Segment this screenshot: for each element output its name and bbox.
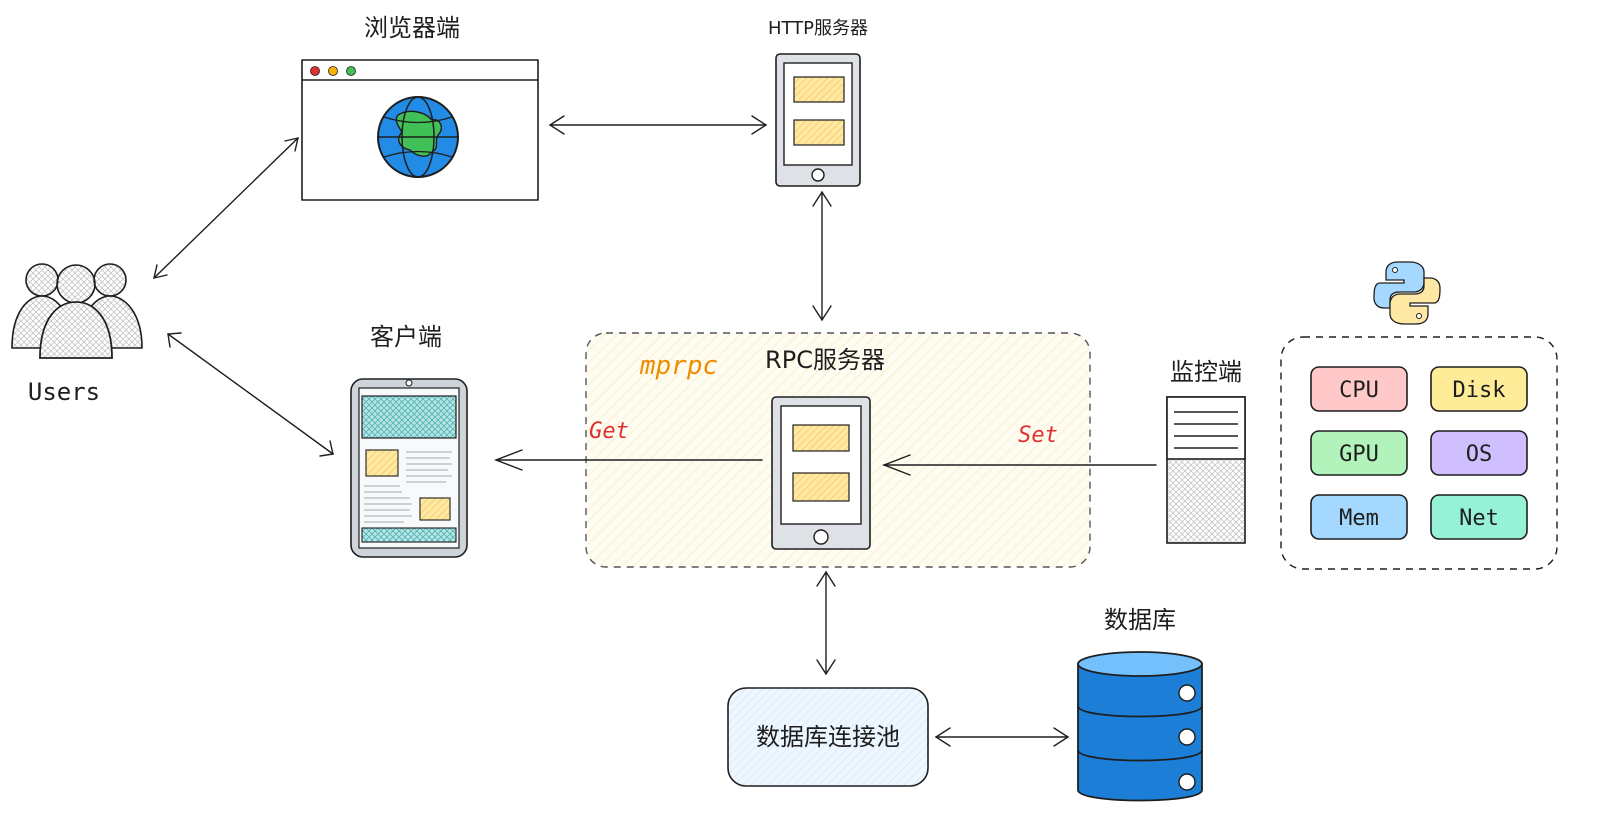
- arrow-monitor-rpc-set: [882, 454, 1157, 476]
- arrow-users-client: [167, 332, 334, 457]
- database-node: 数据库: [1077, 606, 1203, 802]
- rpc-server-group: mprpc RPC服务器 Get Set: [585, 332, 1091, 568]
- arrow-pool-db: [934, 727, 1070, 747]
- metric-os: OS: [1430, 430, 1528, 476]
- get-label: Get: [589, 419, 629, 444]
- db-pool-node: 数据库连接池: [727, 687, 929, 787]
- users-group-icon: [11, 263, 143, 359]
- arrow-rpc-client-get: [494, 449, 763, 471]
- arrow-browser-http: [548, 115, 768, 135]
- metric-label: CPU: [1339, 378, 1379, 403]
- monitor-node: 监控端: [1166, 358, 1246, 544]
- http-server-node: HTTP服务器: [768, 18, 868, 187]
- metric-label: OS: [1466, 442, 1493, 467]
- monitor-title: 监控端: [1170, 358, 1242, 386]
- browser-title: 浏览器端: [364, 14, 460, 42]
- set-label: Set: [1018, 423, 1058, 448]
- metric-label: Net: [1459, 506, 1499, 531]
- browser-node: 浏览器端: [301, 14, 539, 201]
- metric-label: Disk: [1453, 378, 1506, 403]
- browser-window-icon: [301, 59, 539, 201]
- rpc-server-title: RPC服务器: [765, 346, 885, 374]
- database-cylinder-icon: [1077, 651, 1203, 802]
- metric-net: Net: [1430, 494, 1528, 540]
- mprpc-label: mprpc: [639, 351, 718, 381]
- globe-icon: [377, 96, 459, 178]
- connectors: [153, 115, 1157, 747]
- db-pool-title: 数据库连接池: [756, 723, 900, 751]
- server-tower-icon: [1166, 396, 1246, 544]
- client-title: 客户端: [370, 323, 442, 351]
- arrow-rpc-pool: [816, 570, 836, 676]
- client-node: 客户端: [350, 323, 468, 558]
- phone-server-icon: [775, 53, 861, 187]
- metric-disk: Disk: [1430, 366, 1528, 412]
- arrow-http-rpc: [812, 190, 832, 322]
- database-title: 数据库: [1104, 606, 1176, 634]
- http-server-title: HTTP服务器: [768, 18, 868, 39]
- phone-server-icon: [771, 396, 871, 550]
- metric-label: GPU: [1339, 442, 1379, 467]
- metric-gpu: GPU: [1310, 430, 1408, 476]
- metric-cpu: CPU: [1310, 366, 1408, 412]
- python-logo-icon: [1373, 261, 1441, 325]
- tablet-icon: [350, 378, 468, 558]
- metric-label: Mem: [1339, 506, 1379, 531]
- metric-mem: Mem: [1310, 494, 1408, 540]
- users-node: Users: [11, 263, 143, 406]
- arrow-users-browser: [153, 137, 299, 279]
- users-title: Users: [28, 378, 100, 406]
